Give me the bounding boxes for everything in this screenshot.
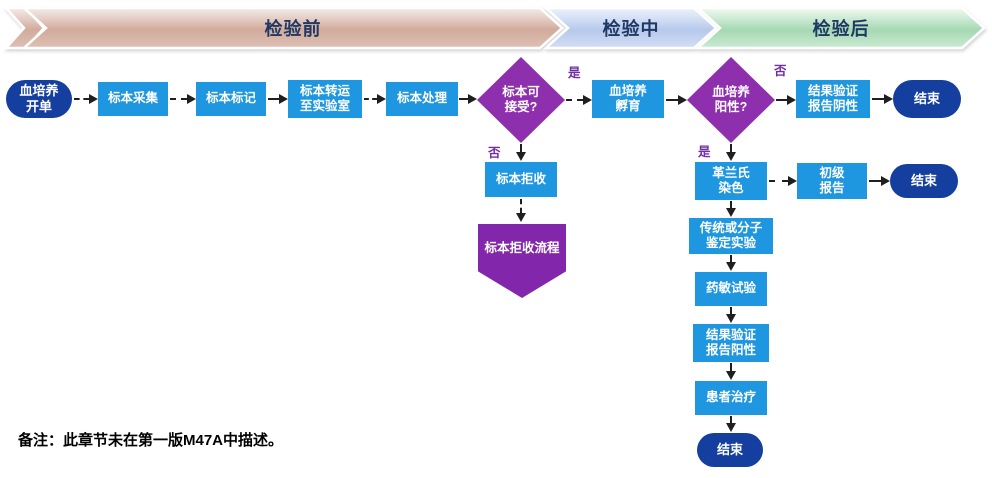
- flow-arrow: [726, 363, 736, 380]
- node-gram-stain: 革兰氏 染色: [695, 162, 767, 200]
- node-end-2: 结束: [890, 164, 958, 198]
- node-identification-test: 传统或分子 鉴定实验: [689, 218, 773, 254]
- flow-arrow: [872, 94, 893, 104]
- edge-label-yes-2: 是: [698, 145, 711, 159]
- flow-arrow: [459, 94, 477, 104]
- flow-arrow: [170, 94, 196, 104]
- node-patient-treatment: 患者治疗: [695, 381, 767, 415]
- node-blood-culture-order: 血培养 开单: [6, 80, 72, 118]
- node-preliminary-report: 初级 报告: [797, 163, 867, 199]
- flow-arrow: [769, 176, 797, 186]
- node-susceptibility-test: 药敏试验: [695, 272, 767, 306]
- flow-arrow: [726, 201, 736, 217]
- flow-arrow: [74, 94, 98, 104]
- banner-ribbon: [3, 6, 986, 50]
- flow-arrow: [869, 176, 890, 186]
- edge-label-yes-1: 是: [568, 66, 581, 80]
- flow-arrow: [726, 307, 736, 323]
- node-result-verification-negative: 结果验证 报告阴性: [796, 80, 870, 118]
- edge-label-no-2: 否: [774, 64, 787, 78]
- banner-mid-shape: [542, 6, 718, 50]
- node-specimen-labeling: 标本标记: [196, 82, 266, 116]
- flow-arrow: [268, 94, 288, 104]
- flow-arrow: [726, 416, 736, 432]
- decision-specimen-acceptable: 标本可 接受?: [477, 57, 565, 143]
- flow-arrow: [666, 95, 687, 105]
- node-specimen-transport: 标本转运 至实验室: [288, 80, 362, 118]
- edge-label-no-1: 否: [488, 146, 501, 160]
- flow-arrow: [566, 95, 592, 105]
- flow-arrow: [364, 94, 386, 104]
- banner-mid-label: 检验中: [602, 19, 660, 39]
- node-specimen-rejection-process: 标本拒收流程: [478, 224, 566, 298]
- node-specimen-processing: 标本处理: [386, 82, 458, 116]
- flow-arrow: [726, 255, 736, 271]
- node-end-1: 结束: [893, 80, 961, 118]
- flow-arrow: [726, 144, 736, 161]
- node-specimen-collection: 标本采集: [98, 82, 168, 116]
- flow-arrow: [516, 144, 526, 161]
- flow-arrow: [776, 95, 796, 105]
- banner-post-label: 检验后: [812, 19, 870, 39]
- decision-blood-culture-positive: 血培养 阳性?: [687, 57, 775, 143]
- node-specimen-rejection: 标本拒收: [485, 162, 557, 197]
- banner-post-shape: [694, 6, 986, 50]
- node-result-verification-positive: 结果验证 报告阳性: [693, 324, 769, 362]
- node-end-3: 结束: [697, 433, 763, 467]
- banner-pre-label: 检验前: [264, 19, 322, 39]
- banner-pre-shape: [20, 6, 564, 50]
- node-blood-culture-incubation: 血培养 孵育: [592, 80, 664, 118]
- footnote: 备注：此章节未在第一版M47A中描述。: [18, 432, 284, 449]
- flow-arrow: [516, 199, 526, 222]
